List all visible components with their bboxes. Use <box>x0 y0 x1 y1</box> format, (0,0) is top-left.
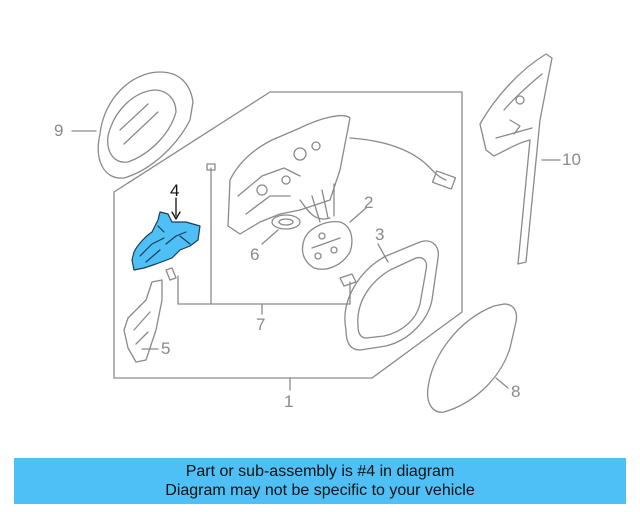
callout-10: 10 <box>562 150 581 169</box>
part-7-screws <box>165 187 357 305</box>
callout-8: 8 <box>511 382 521 401</box>
callout-1: 1 <box>284 392 294 411</box>
callout-2: 2 <box>364 193 374 212</box>
callout-5: 5 <box>161 339 171 358</box>
banner-line-1: Part or sub-assembly is #4 in diagram <box>185 463 455 480</box>
callout-7: 7 <box>256 315 266 334</box>
assembly-frame <box>113 91 463 379</box>
part-10-trim <box>479 53 553 265</box>
part-4-cover <box>131 211 201 271</box>
part-2-actuator <box>301 221 353 270</box>
leader-3 <box>377 243 389 263</box>
leader-2 <box>349 207 367 223</box>
part-3-holder <box>344 240 439 351</box>
part-6-clip <box>271 214 301 230</box>
part-8-glass <box>426 303 518 413</box>
callout-3: 3 <box>375 225 385 244</box>
part-9-housing-cover <box>97 71 194 179</box>
callout-6: 6 <box>250 245 260 264</box>
banner-line-2: Diagram may not be specific to your vehi… <box>165 482 475 499</box>
info-banner: Part or sub-assembly is #4 in diagram Di… <box>14 458 626 504</box>
mirror-base-assembly <box>206 114 457 235</box>
part-5-bracket <box>123 279 163 363</box>
leader-4-arrow <box>171 211 181 220</box>
parts-diagram <box>71 53 561 413</box>
leader-8 <box>495 377 509 389</box>
leader-6 <box>261 229 279 245</box>
callout-4: 4 <box>170 181 180 200</box>
callout-9: 9 <box>54 121 64 140</box>
